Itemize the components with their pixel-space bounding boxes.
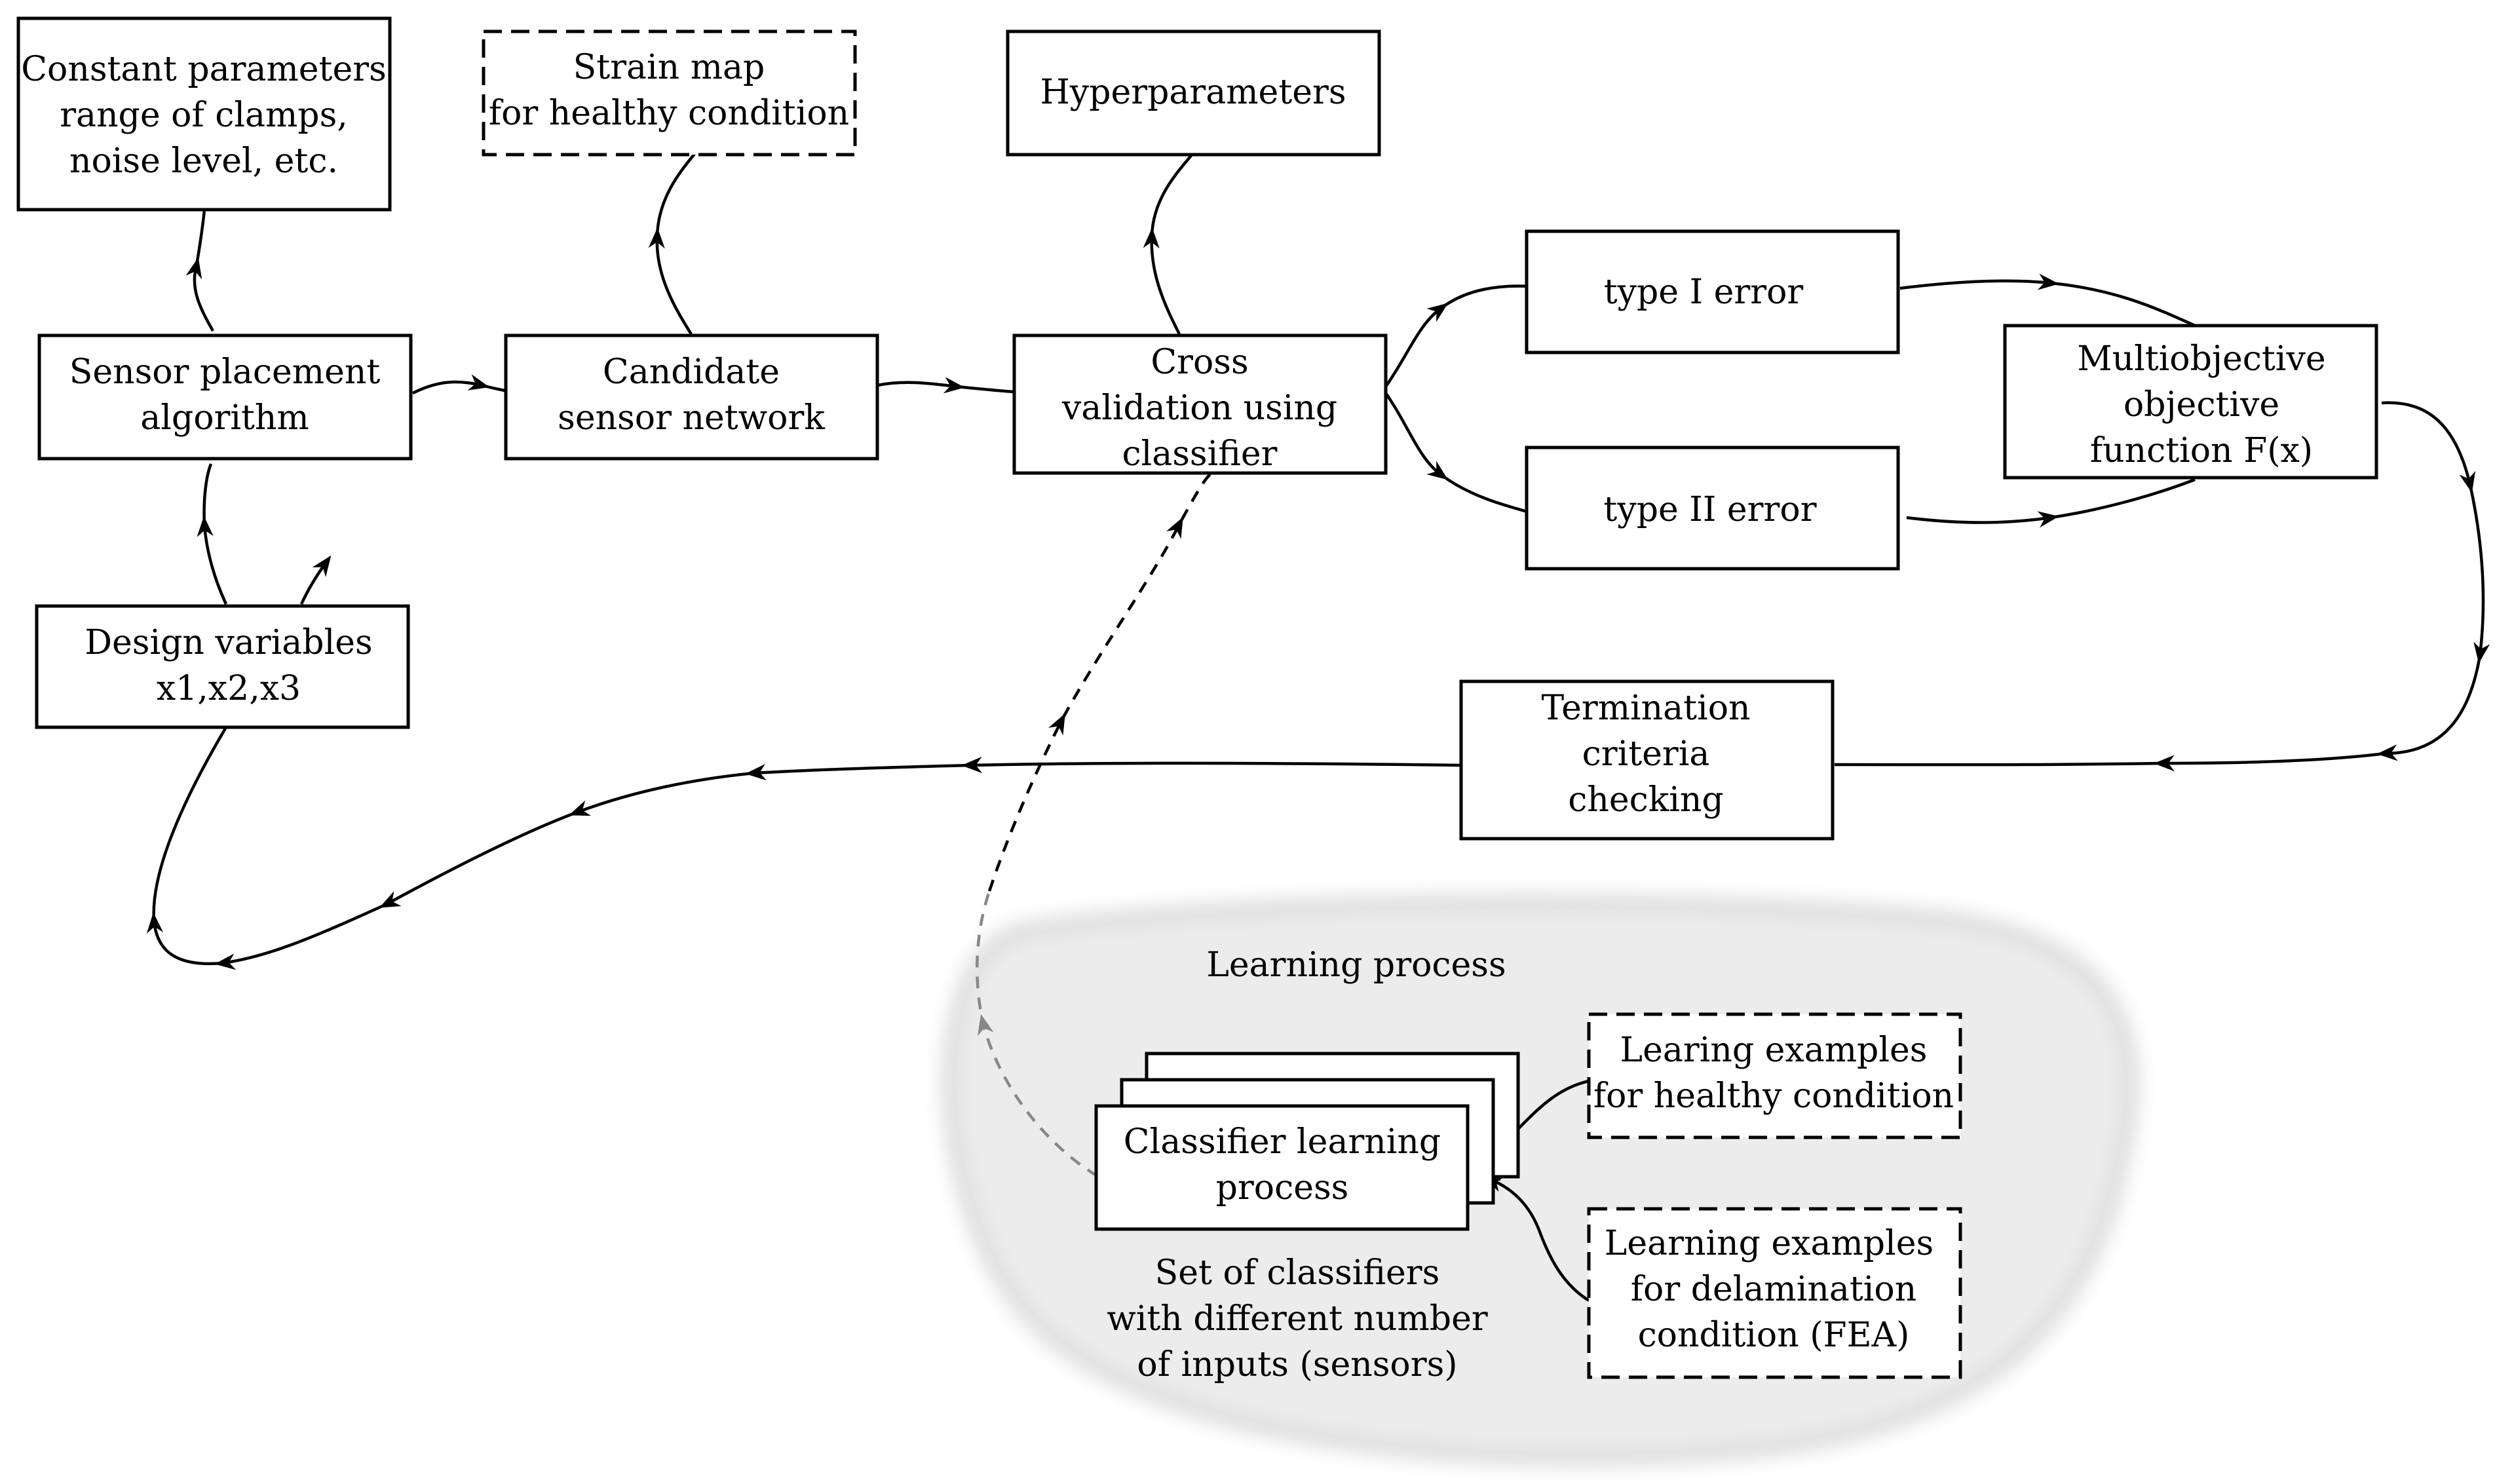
node-type2-line-1: type II error <box>1603 490 1816 529</box>
edge-design-stub <box>299 555 332 605</box>
edge-type1-to-multi <box>1899 273 2196 328</box>
node-constant-params-line-3: noise level, etc. <box>69 142 338 181</box>
classifier-stack: Classifier learning process <box>1094 1052 1520 1231</box>
edge-multi-to-termination <box>1834 401 2490 772</box>
node-delamination-examples-line-3: condition (FEA) <box>1638 1316 1910 1355</box>
node-delamination-examples-line-2: for delamination <box>1631 1270 1916 1309</box>
edge-classifiers-to-crossval <box>976 890 1099 1177</box>
node-termination-line-3: checking <box>1568 780 1723 820</box>
node-constant-params-line-2: range of clamps, <box>60 96 348 135</box>
edge-design-to-placement <box>197 463 228 605</box>
node-multiobjective-line-3: function F(x) <box>2090 431 2313 470</box>
node-multiobjective-line-1: Multiobjective <box>2077 339 2325 379</box>
node-healthy-examples-line-2: for healthy condition <box>1593 1076 1954 1116</box>
node-strain-map-line-2: for healthy condition <box>489 94 849 133</box>
edge-constants-to-placement <box>185 209 214 332</box>
node-cross-validation: Cross validation using classifier <box>1012 333 1388 475</box>
node-termination-line-1: Termination <box>1541 689 1750 728</box>
node-sensor-placement: Sensor placement algorithm <box>37 333 413 461</box>
node-sensor-placement-line-1: Sensor placement <box>69 352 381 392</box>
classifiers-caption-line-2: with different number <box>1107 1299 1488 1339</box>
node-termination: Termination criteria checking <box>1459 679 1835 841</box>
node-healthy-examples: Learing examples for healthy condition <box>1587 1012 1962 1139</box>
node-candidate-network-line-2: sensor network <box>558 398 825 438</box>
node-multiobjective-line-2: objective <box>2124 385 2279 425</box>
node-delamination-examples-line-1: Learning examples <box>1605 1224 1933 1263</box>
node-classifier-learning-line-1: Classifier learning <box>1124 1122 1441 1162</box>
edge-crossval-to-type2 <box>1384 392 1531 514</box>
node-cross-validation-line-1: Cross <box>1151 343 1248 382</box>
node-hyperparameters-line-1: Hyperparameters <box>1040 73 1346 112</box>
node-sensor-placement-line-2: algorithm <box>140 398 309 438</box>
node-cross-validation-line-2: validation using <box>1061 389 1337 428</box>
node-multiobjective: Multiobjective objective function F(x) <box>2003 324 2378 480</box>
node-design-variables-line-2: x1,x2,x3 <box>157 669 301 708</box>
classifiers-caption-line-3: of inputs (sensors) <box>1137 1345 1457 1384</box>
node-constant-params-line-1: Constant parameters <box>21 50 387 89</box>
node-type1-error: type I error <box>1525 229 1900 354</box>
node-type1-line-1: type I error <box>1604 273 1804 312</box>
node-type2-error: type II error <box>1525 446 1900 571</box>
edge-delam-to-classifier <box>1483 1176 1590 1302</box>
edge-strain-to-candidate <box>648 153 696 335</box>
node-delamination-examples: Learning examples for delamination condi… <box>1587 1207 1962 1379</box>
node-termination-line-2: criteria <box>1582 734 1710 774</box>
node-cross-validation-line-3: classifier <box>1122 434 1277 474</box>
node-classifier-learning-line-2: process <box>1216 1168 1349 1208</box>
edge-candidate-to-crossval <box>877 377 1015 394</box>
node-strain-map-line-1: Strain map <box>573 48 765 87</box>
node-candidate-network: Candidate sensor network <box>504 333 879 461</box>
edge-type2-to-multi <box>1906 478 2196 528</box>
node-hyperparameters: Hyperparameters <box>1006 29 1381 157</box>
node-constant-params: Constant parameters range of clamps, noi… <box>16 16 392 212</box>
node-healthy-examples-line-1: Learing examples <box>1620 1031 1928 1070</box>
edge-crossval-to-type1 <box>1384 284 1531 388</box>
node-classifier-learning <box>1094 1104 1470 1231</box>
edge-placement-to-candidate <box>411 374 508 395</box>
edge-termination-to-design <box>146 726 1460 970</box>
classifiers-caption: Set of classifiers with different number… <box>1107 1253 1488 1384</box>
edge-classifiers-to-crossval-upper <box>987 472 1215 892</box>
node-design-variables: Design variables x1,x2,x3 <box>35 604 410 729</box>
learning-process-title: Learning process <box>1206 945 1506 985</box>
classifiers-caption-line-1: Set of classifiers <box>1155 1253 1440 1293</box>
edge-hyper-to-crossval <box>1143 153 1194 335</box>
node-design-variables-line-1: Design variables <box>85 623 372 662</box>
node-candidate-network-line-1: Candidate <box>603 352 780 392</box>
node-strain-map: Strain map for healthy condition <box>482 29 857 157</box>
